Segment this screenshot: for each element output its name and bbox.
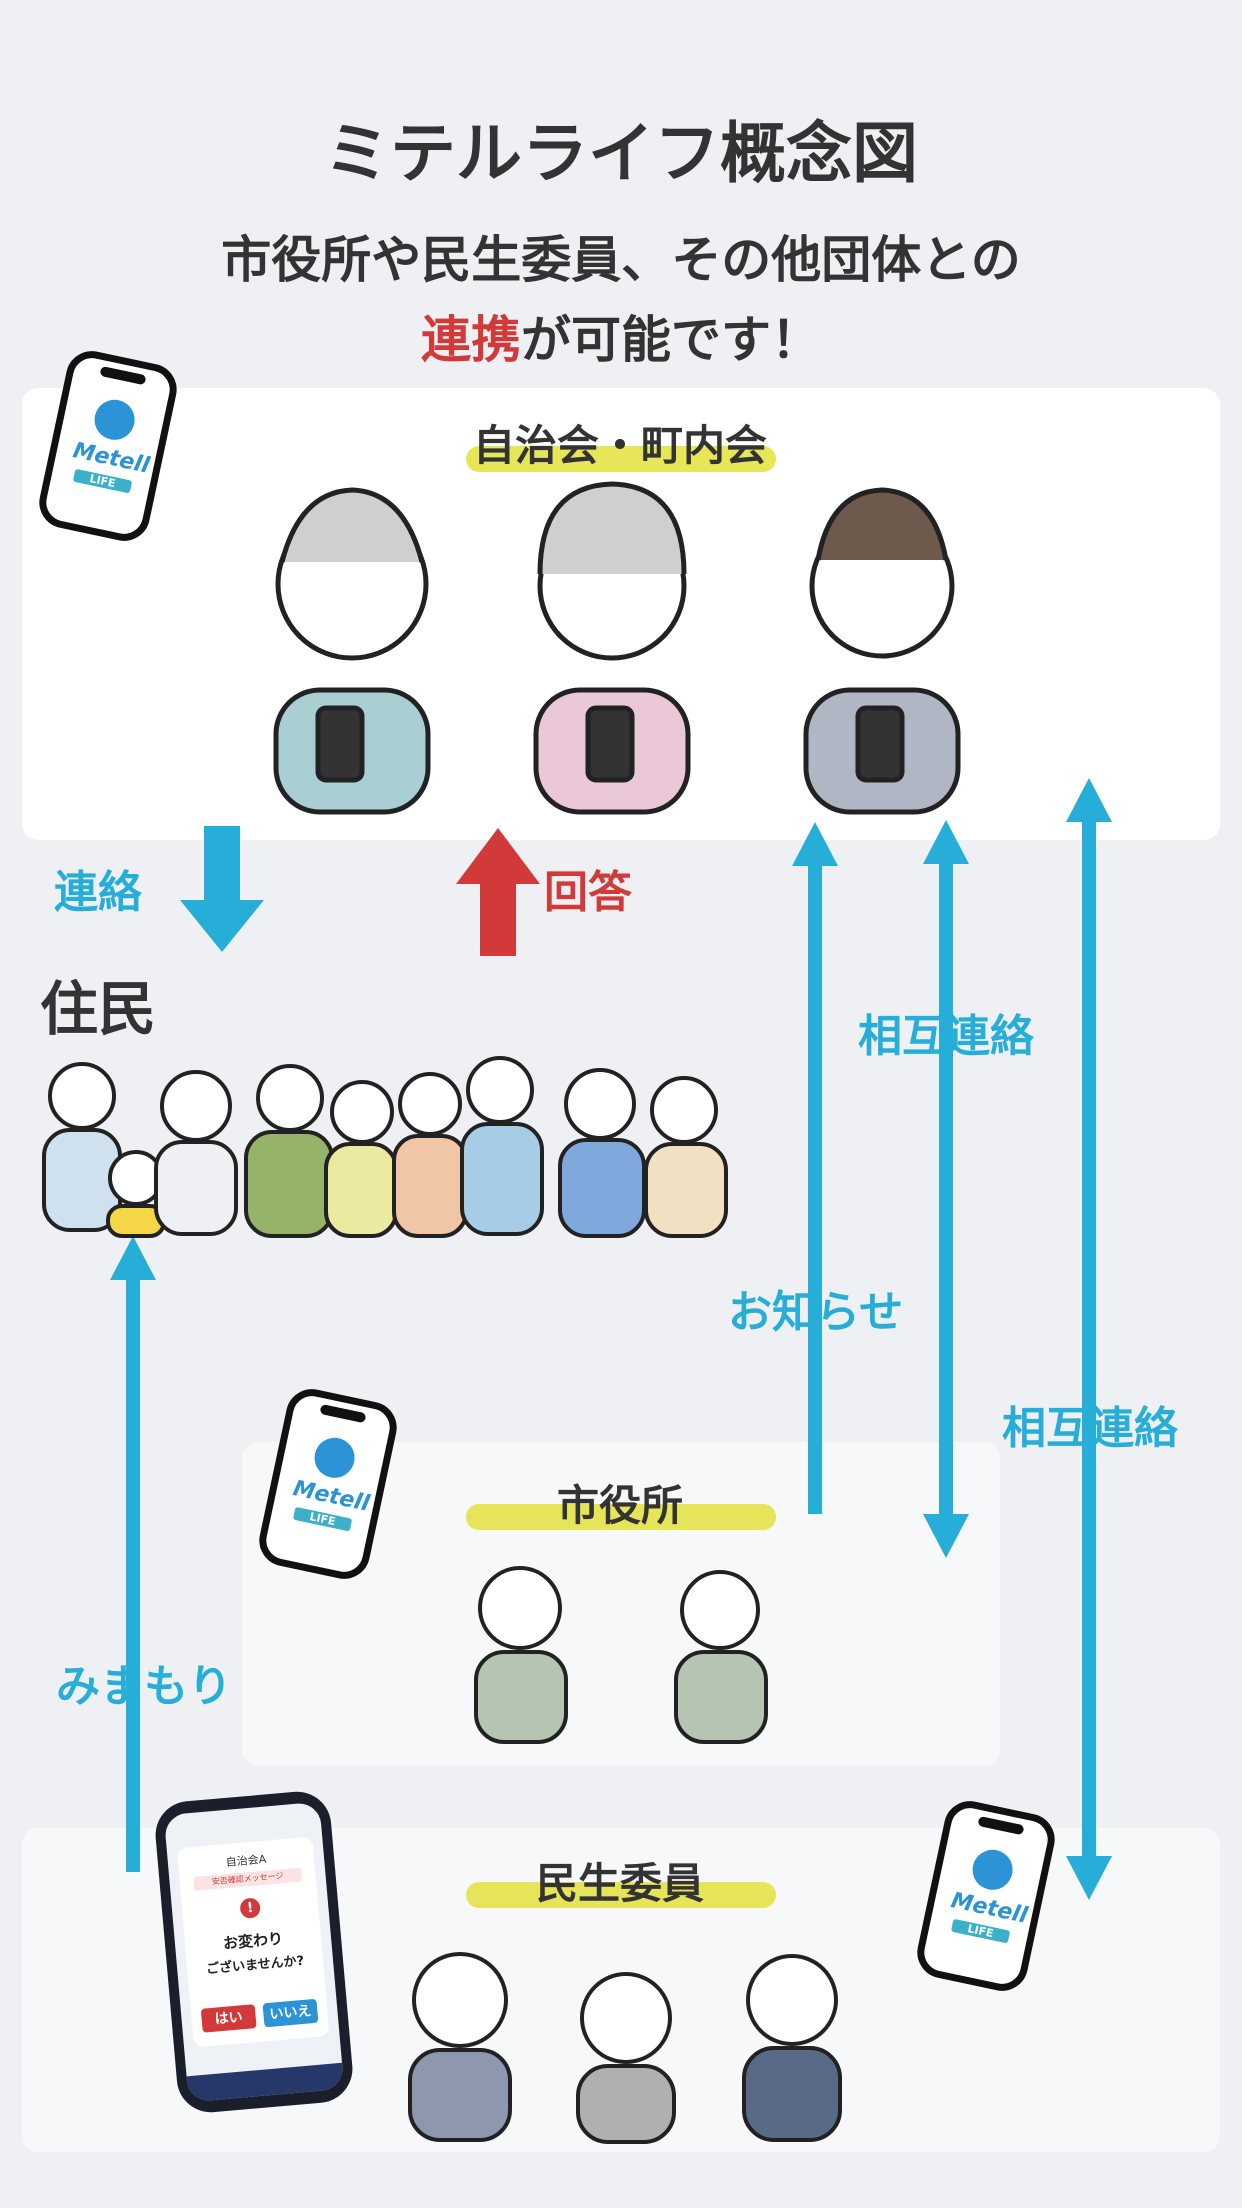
residents-illustration	[42, 1056, 728, 1238]
person-illustration-elder-man	[273, 487, 431, 815]
app-logo-icon	[90, 396, 139, 444]
phone-notch	[977, 1815, 1025, 1836]
residents-label: 住民	[40, 975, 157, 1043]
mutual-arrow-1-icon	[923, 820, 969, 1558]
neighborhood-marker	[466, 446, 776, 472]
alert-icon: !	[239, 1897, 261, 1920]
page-title: ミテルライフ概念図	[324, 115, 918, 192]
phone-notch	[319, 1403, 367, 1424]
subtitle-highlight: 連携	[421, 311, 521, 369]
contact-label: 連絡	[54, 867, 142, 918]
app-logo-icon	[310, 1434, 359, 1482]
notice-label: お知らせ	[728, 1287, 904, 1338]
contact-arrow-icon	[180, 826, 264, 952]
yes-button[interactable]: はい	[200, 2004, 257, 2033]
answer-arrow-icon	[456, 828, 540, 956]
phone-notch	[99, 365, 147, 386]
mutual-contact-label-1: 相互連絡	[858, 1011, 1034, 1062]
welfare-marker	[466, 1882, 776, 1908]
neighborhood-label: 自治会・町内会	[472, 421, 767, 470]
watch-arrow-icon	[110, 1236, 156, 1872]
subtitle-rest: が可能です！	[521, 311, 821, 369]
subtitle-line2: 連携が可能です！	[0, 300, 1242, 372]
watch-label: みまもり	[56, 1661, 232, 1712]
city-hall-label: 市役所	[556, 1481, 683, 1530]
city-hall-marker	[466, 1504, 776, 1530]
app-logo-icon	[968, 1846, 1017, 1894]
phone-screen: 自治会A 安否確認メッセージ ! お変わり ございませんか? はい いいえ	[163, 1801, 345, 2103]
city-staff-illustration	[474, 1566, 768, 1744]
welfare-members-illustration	[408, 1952, 842, 2144]
welfare-label: 民生委員	[535, 1859, 704, 1908]
mutual-contact-label-2: 相互連絡	[1002, 1403, 1178, 1454]
subtitle-line1: 市役所や民生委員、その他団体との	[221, 231, 1021, 289]
notice-arrow-icon	[792, 822, 838, 1514]
answer-label: 回答	[544, 867, 632, 918]
person-illustration-man	[803, 487, 961, 815]
message-card: 自治会A 安否確認メッセージ ! お変わり ございませんか? はい いいえ	[176, 1836, 330, 2048]
person-illustration-elder-woman	[533, 481, 691, 815]
tab-bar	[186, 2062, 345, 2103]
safety-check-phone: 自治会A 安否確認メッセージ ! お変わり ございませんか? はい いいえ	[152, 1788, 356, 2116]
no-button[interactable]: いいえ	[262, 1998, 319, 2028]
mutual-arrow-2-icon	[1066, 778, 1112, 1900]
